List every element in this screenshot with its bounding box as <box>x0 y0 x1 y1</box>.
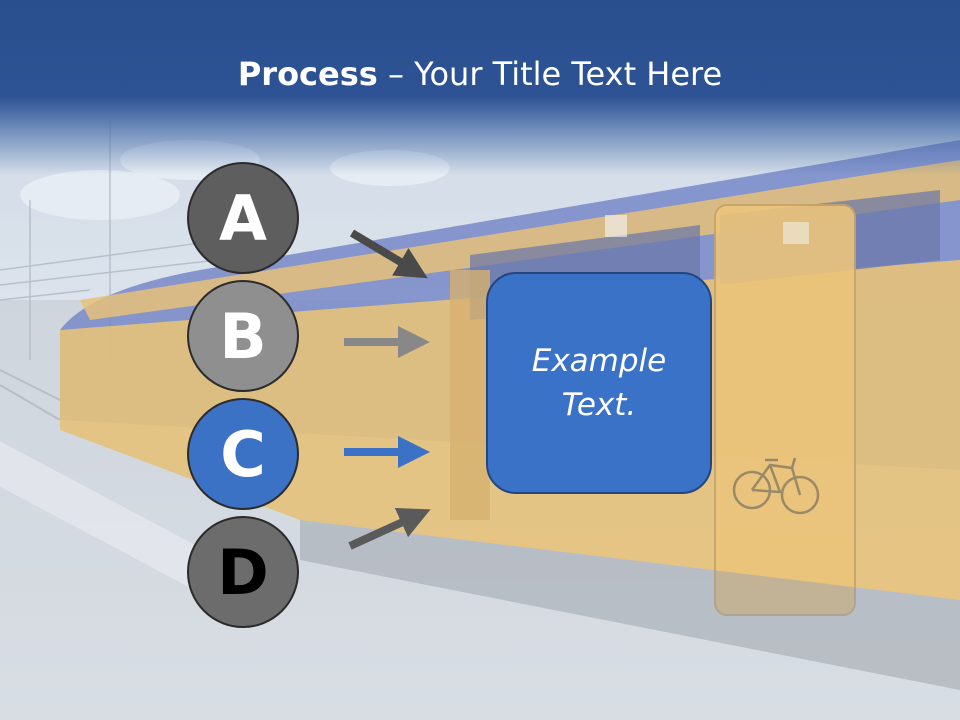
step-a-circle: A <box>187 162 299 274</box>
step-d-letter: D <box>217 535 269 609</box>
title-rest: – Your Title Text Here <box>377 55 723 93</box>
step-a-letter: A <box>219 181 267 255</box>
background-cloud <box>20 170 180 220</box>
title-band <box>0 0 960 175</box>
step-b-circle: B <box>187 280 299 392</box>
slide-title: Process – Your Title Text Here <box>0 52 960 96</box>
example-text-box: Example Text. <box>486 272 712 494</box>
arrow-a <box>349 229 428 279</box>
step-b-letter: B <box>219 299 267 373</box>
title-bold: Process <box>237 55 378 93</box>
example-text: Example Text. <box>531 343 667 423</box>
step-d-circle: D <box>187 516 299 628</box>
arrow-d <box>348 508 431 550</box>
step-c-circle: C <box>187 398 299 510</box>
step-c-letter: C <box>220 417 266 491</box>
